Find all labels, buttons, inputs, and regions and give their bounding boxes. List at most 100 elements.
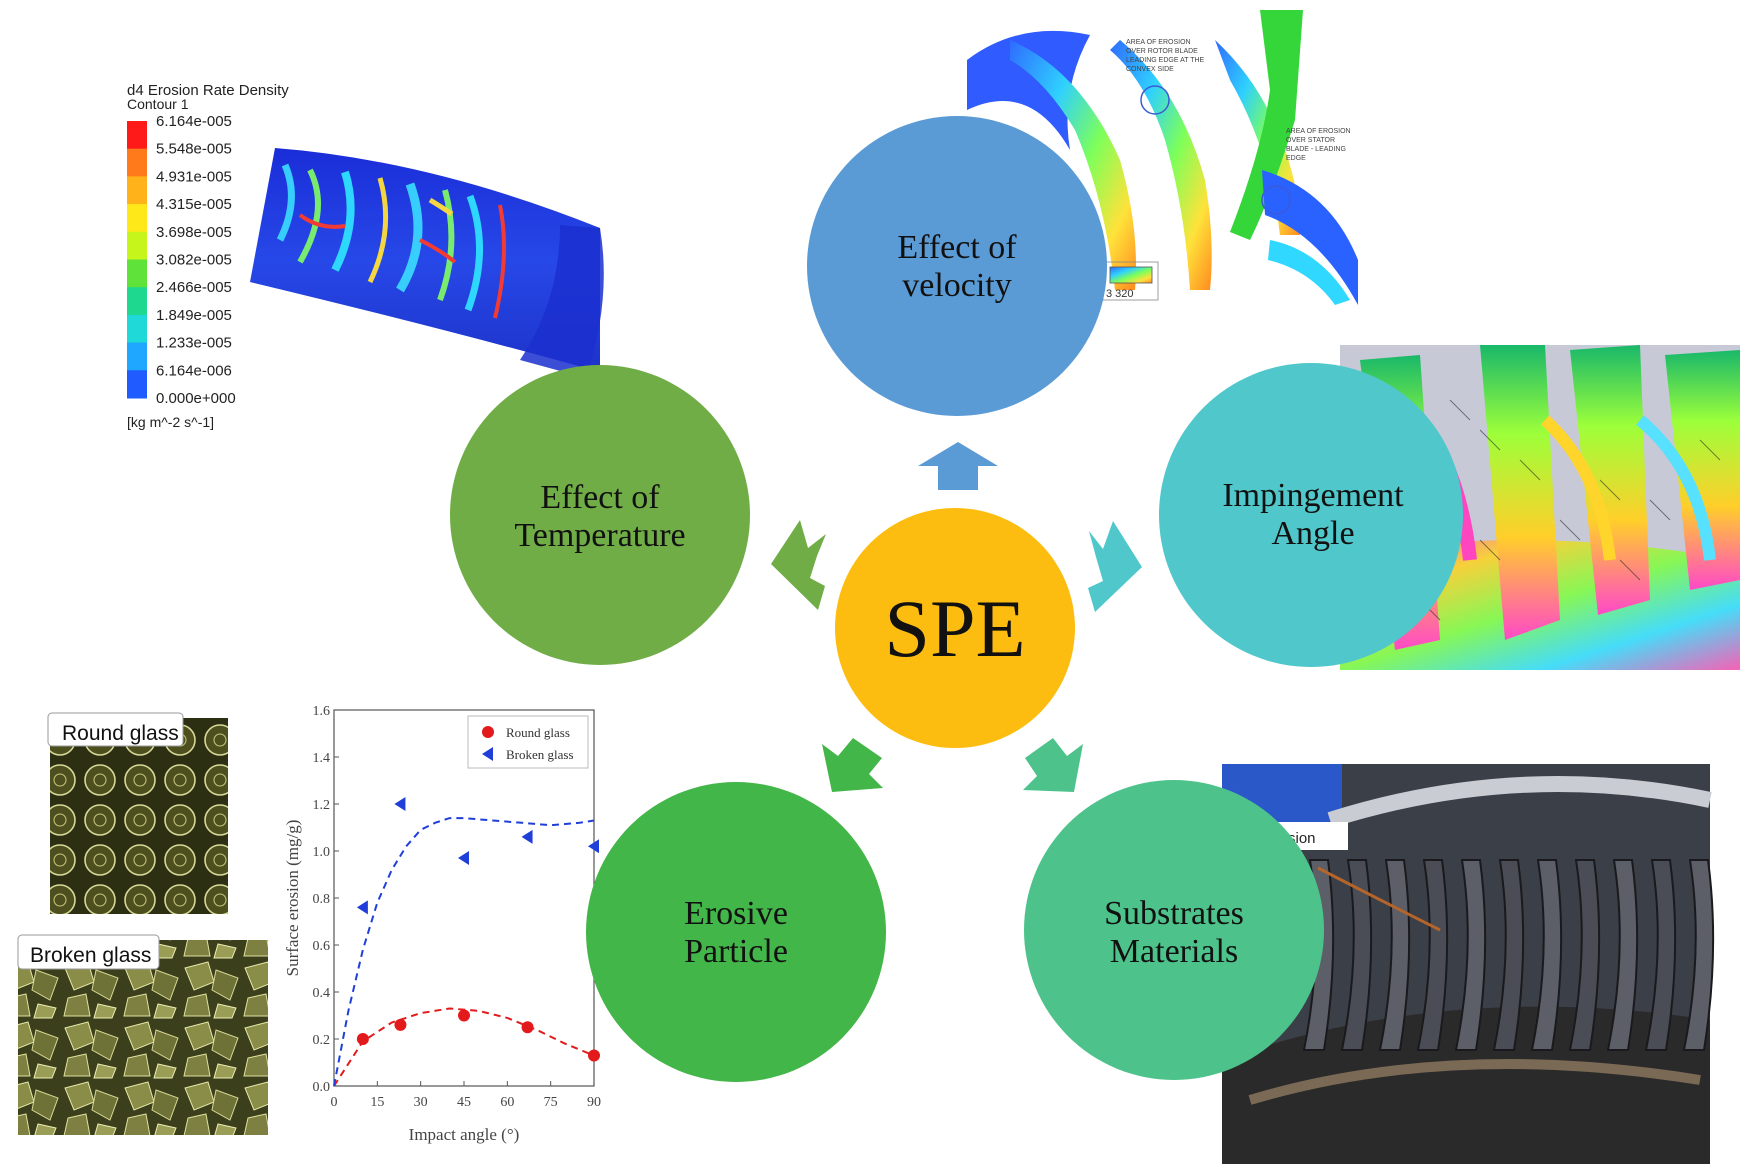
erosion-ring-image bbox=[250, 148, 604, 378]
arrow-to-velocity bbox=[918, 442, 998, 490]
turbine-blade bbox=[1644, 859, 1677, 1051]
y-tick-label: 0.8 bbox=[313, 892, 331, 907]
data-point bbox=[394, 1018, 407, 1031]
y-tick-label: 0.4 bbox=[313, 986, 331, 1001]
contour-level-label: 6.164e-006 bbox=[156, 362, 232, 379]
plot-frame bbox=[333, 709, 595, 1087]
erosive-circle bbox=[586, 782, 886, 1082]
colorbar-segment bbox=[127, 287, 147, 316]
data-point bbox=[458, 1009, 470, 1022]
data-point bbox=[394, 797, 406, 811]
colorbar-segment bbox=[127, 314, 147, 344]
broken-glass-micrograph: Broken glass bbox=[17, 934, 268, 1135]
contour-colorbar bbox=[127, 121, 147, 399]
contour-level-label: 1.233e-005 bbox=[156, 335, 232, 352]
x-tick-label: 30 bbox=[414, 1095, 428, 1110]
stator-label-line: OVER STATOR bbox=[1286, 137, 1335, 144]
turbine-blade bbox=[1340, 859, 1373, 1051]
round-glass-label: Round glass bbox=[62, 722, 179, 745]
turbine-blade bbox=[1454, 859, 1487, 1051]
colorbar-segment bbox=[127, 148, 147, 177]
colorbar-segment bbox=[127, 121, 147, 150]
contour-figure: d4 Erosion Rate Density Contour 1 6.164e… bbox=[127, 82, 604, 430]
contour-level-label: 0.000e+000 bbox=[156, 390, 236, 407]
stator-label-line: EDGE bbox=[1286, 155, 1306, 162]
legend-label: Broken glass bbox=[506, 747, 574, 762]
broken-glass-label: Broken glass bbox=[30, 944, 151, 967]
temperature-line2: Temperature bbox=[514, 517, 685, 554]
blade-scale-bar: 3 320 bbox=[1102, 261, 1159, 301]
erosive-line1: Erosive bbox=[684, 895, 788, 932]
node-erosive: Erosive Particle bbox=[586, 782, 886, 1082]
turbine-blade bbox=[1492, 859, 1525, 1051]
impingement-circle bbox=[1159, 363, 1463, 667]
data-point bbox=[521, 829, 533, 844]
contour-level-label: 3.698e-005 bbox=[156, 224, 232, 241]
x-axis-label: Impact angle (°) bbox=[409, 1125, 520, 1144]
contour-level-label: 2.466e-005 bbox=[156, 279, 232, 296]
contour-level-label: 4.315e-005 bbox=[156, 196, 232, 213]
colorbar-segment bbox=[127, 204, 147, 233]
x-tick-label: 90 bbox=[587, 1095, 601, 1110]
legend-marker bbox=[482, 747, 493, 761]
rotor-label-line: LEADING EDGE AT THE bbox=[1126, 57, 1205, 64]
colorbar-segment bbox=[127, 231, 147, 260]
contour-subtitle: Contour 1 bbox=[127, 96, 189, 112]
y-tick-label: 1.2 bbox=[313, 798, 331, 813]
colorbar-segment bbox=[127, 370, 147, 399]
legend-marker bbox=[482, 726, 494, 738]
stator-label-line: BLADE - LEADING bbox=[1286, 146, 1346, 153]
y-tick-label: 0.0 bbox=[313, 1080, 331, 1095]
node-substrates: Substrates Materials bbox=[1024, 780, 1324, 1080]
y-tick-label: 0.2 bbox=[313, 1033, 331, 1048]
temperature-line1: Effect of bbox=[540, 479, 660, 516]
data-point bbox=[521, 1021, 534, 1034]
rotor-label-line: OVER ROTOR BLADE bbox=[1126, 48, 1198, 55]
colorbar-segment bbox=[127, 176, 147, 205]
turbine-blade bbox=[1606, 859, 1639, 1051]
node-temperature: Effect of Temperature bbox=[450, 365, 750, 665]
impingement-line2: Angle bbox=[1271, 515, 1354, 552]
y-axis-ticks: 0.00.20.40.60.81.01.21.41.6 bbox=[313, 704, 339, 1095]
velocity-line1: Effect of bbox=[897, 229, 1017, 266]
fit-curve bbox=[333, 817, 595, 1087]
y-tick-label: 1.6 bbox=[313, 704, 331, 719]
arrows bbox=[771, 442, 1142, 792]
y-tick-label: 1.0 bbox=[313, 845, 331, 860]
colorbar-segment bbox=[127, 342, 147, 371]
legend-label: Round glass bbox=[506, 725, 570, 740]
stator-label-line: AREA OF EROSION bbox=[1286, 128, 1351, 135]
substrates-line1: Substrates bbox=[1104, 895, 1244, 932]
rust-streak bbox=[1317, 866, 1441, 932]
data-point bbox=[356, 1033, 369, 1045]
node-center: SPE bbox=[835, 508, 1075, 748]
x-tick-label: 15 bbox=[370, 1095, 384, 1110]
contour-unit: [kg m^-2 s^-1] bbox=[127, 414, 214, 430]
node-velocity: Effect of velocity bbox=[807, 116, 1107, 416]
turbine-blade bbox=[1416, 859, 1449, 1051]
arrow-to-impingement bbox=[1088, 521, 1142, 612]
x-tick-label: 45 bbox=[457, 1095, 471, 1110]
blade-scale-value: 3 320 bbox=[1106, 288, 1134, 300]
turbine-blade bbox=[1530, 859, 1563, 1051]
colorbar-segment bbox=[127, 259, 147, 288]
center-label: SPE bbox=[884, 583, 1025, 674]
x-tick-label: 0 bbox=[331, 1095, 338, 1110]
temperature-circle bbox=[450, 365, 750, 665]
y-axis-label: Surface erosion (mg/g) bbox=[283, 820, 302, 977]
contour-levels: 6.164e-0055.548e-0054.931e-0054.315e-005… bbox=[156, 113, 236, 407]
data-point bbox=[588, 1049, 600, 1062]
data-markers bbox=[356, 797, 600, 1062]
velocity-circle bbox=[807, 116, 1107, 416]
arrow-to-erosive bbox=[822, 738, 883, 792]
arrow-to-temperature bbox=[771, 520, 826, 610]
velocity-line2: velocity bbox=[902, 267, 1012, 304]
contour-level-label: 6.164e-005 bbox=[156, 113, 232, 130]
center-circle bbox=[835, 508, 1075, 748]
substrates-circle bbox=[1024, 780, 1324, 1080]
erosive-line2: Particle bbox=[684, 933, 788, 970]
